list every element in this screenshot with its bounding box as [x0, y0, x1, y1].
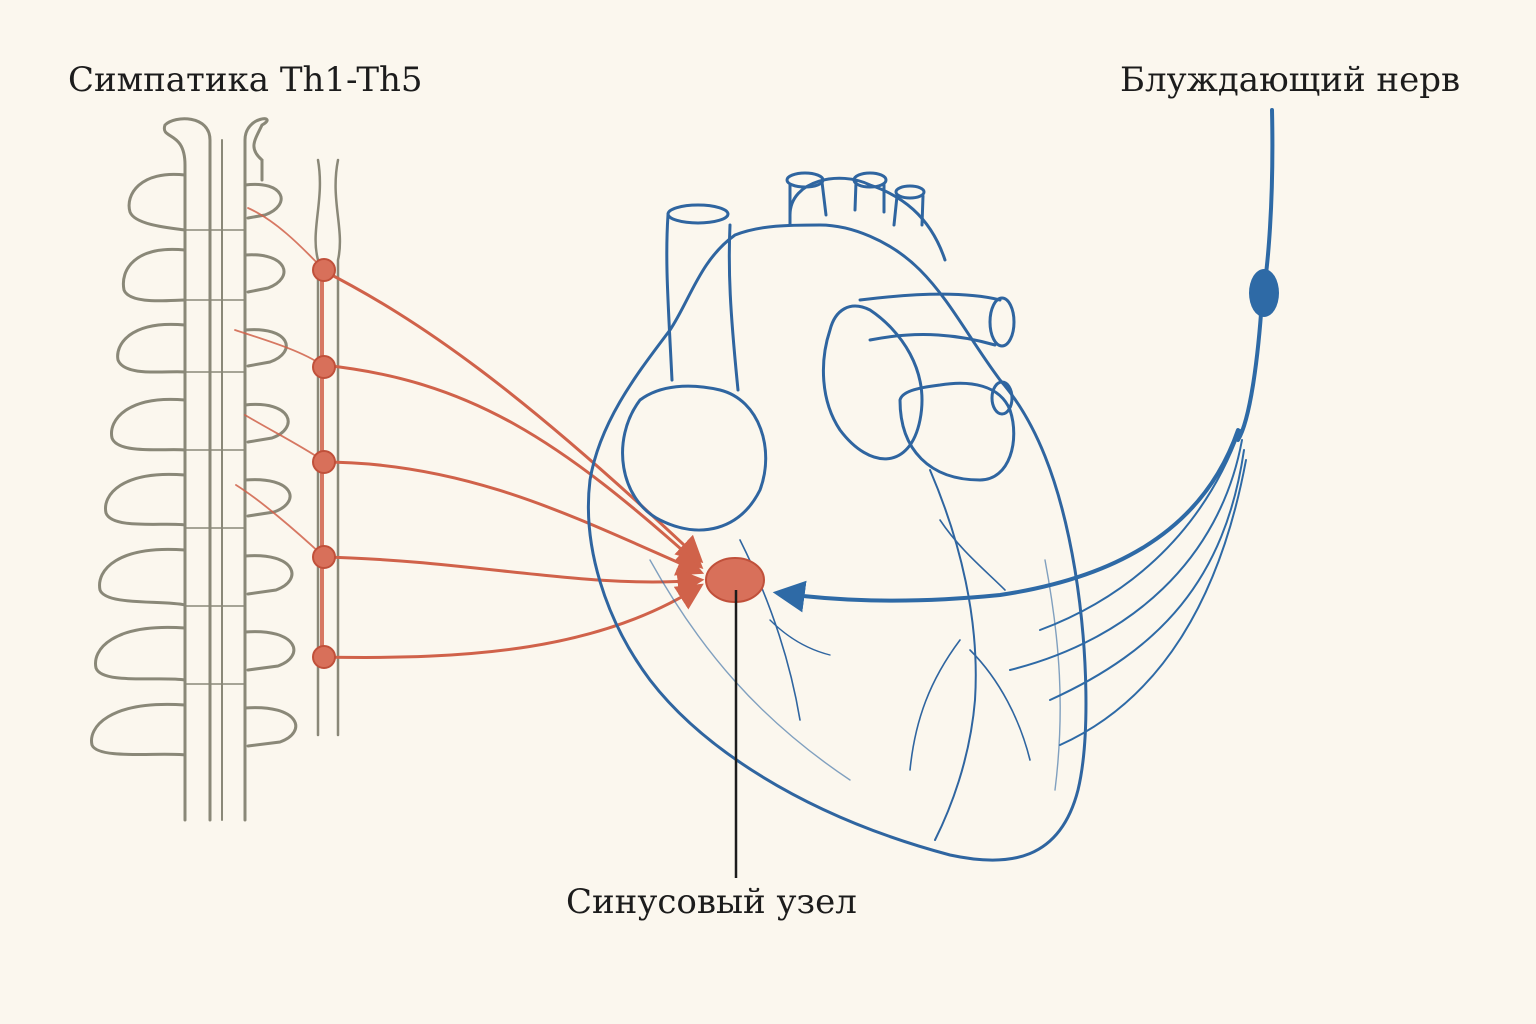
sympathetic-ganglion-4 [312, 545, 336, 569]
sympathetic-ganglion-3 [312, 450, 336, 474]
left-atrium [898, 381, 1016, 482]
pulmonary-trunk [822, 304, 924, 461]
sympathetic-fiber-4 [320, 555, 705, 596]
brachiocephalic-artery [785, 171, 825, 189]
pulmonary-vein-opening [990, 380, 1014, 416]
vagus-cardiac-branch-1 [1039, 429, 1241, 631]
vagus-cardiac-branch-3 [1049, 449, 1245, 701]
spinal-cord-right-edge [243, 117, 269, 822]
left-carotid-artery [852, 171, 888, 189]
sympathetic-trunk-right-edge [334, 158, 342, 737]
right-coronary-branch [769, 619, 831, 656]
superior-vena-cava [665, 213, 674, 382]
sympathetic-ganglion-5 [312, 645, 336, 669]
sympathetic-pathways [234, 207, 705, 659]
vagus-pathways [772, 108, 1279, 746]
vertebra-segment-lines [184, 229, 246, 685]
spinal-column [90, 117, 342, 822]
sympathetic-fiber-1 [320, 268, 704, 564]
vagus-ganglion [1249, 269, 1279, 317]
coronary-branch-3 [939, 519, 1006, 591]
vagus-label: Блуждающий нерв [1120, 60, 1461, 100]
sympathetic-fiber-2 [320, 363, 704, 570]
sympathetic-trunk-left-edge [314, 158, 322, 737]
coronary-branch-2 [969, 649, 1031, 761]
pulmonary-artery-branch [868, 333, 997, 347]
interventricular-groove [929, 469, 977, 841]
sympathetic-fiber-3 [320, 460, 705, 576]
heart-outline [586, 223, 1088, 862]
heart [586, 171, 1088, 862]
pulmonary-artery-opening [988, 296, 1016, 348]
vagus-fiber-to-sinus-node [772, 428, 1240, 613]
inner-ventricle-line-2 [1044, 559, 1061, 791]
vertebrae-left-processes [90, 172, 187, 757]
right-atrium [621, 384, 768, 532]
superior-vena-cava-right [727, 223, 740, 392]
pulmonary-artery-right [858, 292, 1002, 302]
sympathetic-ganglion-2 [312, 355, 336, 379]
vagus-cardiac-branch-2 [1009, 439, 1243, 671]
spinal-cord-left-edge [162, 117, 212, 822]
sympathetic-fiber-5 [320, 583, 704, 659]
vertebrae-right-processes [243, 182, 298, 748]
coronary-branch-1 [909, 639, 961, 771]
sympathetic-ganglia [312, 258, 336, 669]
arch-branch-lines [788, 180, 925, 227]
sinus-node [705, 557, 765, 878]
vagus-cardiac-branch-4 [1059, 459, 1247, 746]
sympathetic-ganglion-1 [312, 258, 336, 282]
aortic-arch [788, 176, 947, 262]
sinus-node-label: Синусовый узел [566, 882, 857, 922]
sympathetic-label: Симпатика Th1-Th5 [68, 60, 423, 100]
left-subclavian-artery [894, 184, 926, 200]
superior-vena-cava-opening [666, 203, 730, 225]
